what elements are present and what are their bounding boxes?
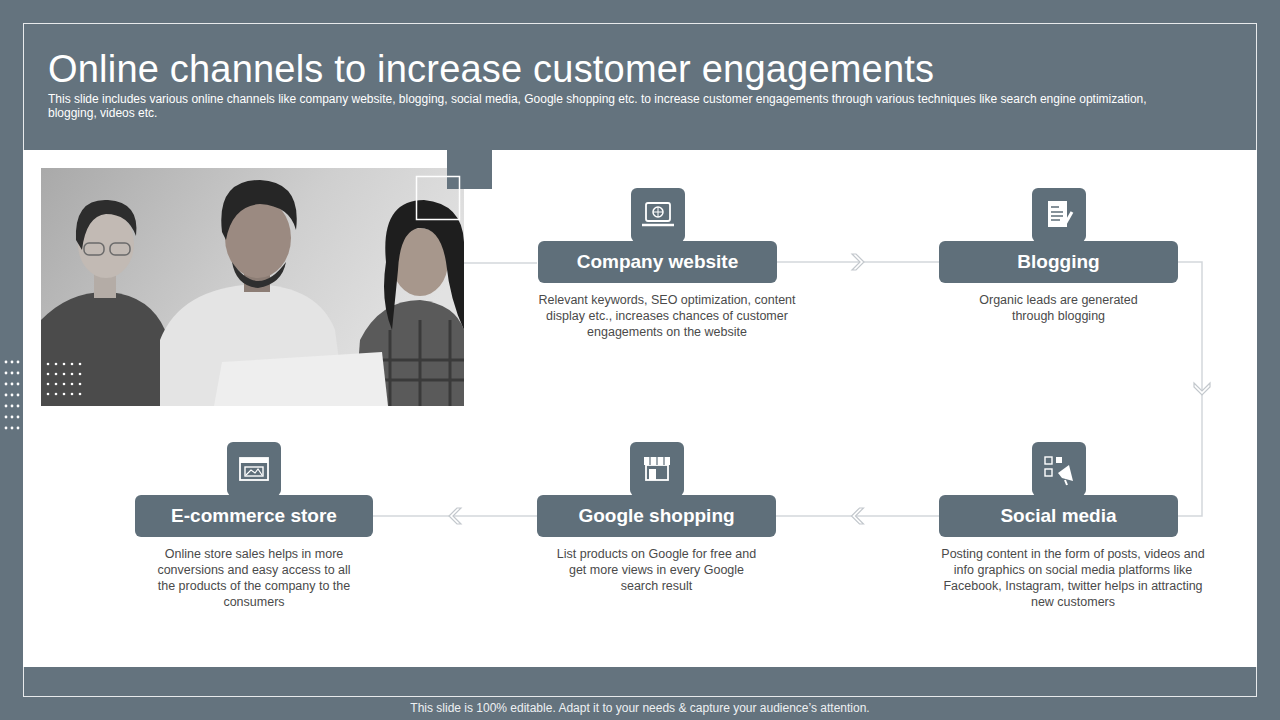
- flow-connector: [1178, 262, 1210, 516]
- icon-tile: [631, 188, 685, 242]
- deco-outline-square: [417, 177, 460, 220]
- step-heading: E-commerce store: [135, 495, 373, 537]
- channel-step: BloggingOrganic leads are generated thro…: [939, 188, 1178, 324]
- flow-chevron: [852, 508, 864, 524]
- connector-line: [373, 515, 537, 517]
- connector-line: [776, 515, 939, 517]
- step-heading: Google shopping: [537, 495, 776, 537]
- step-description: List products on Google for free and get…: [553, 546, 761, 594]
- footer-note: This slide is 100% editable. Adapt it to…: [0, 701, 1280, 715]
- channel-icon: [631, 188, 685, 242]
- channel-step: Company websiteRelevant keywords, SEO op…: [538, 188, 777, 340]
- icon-tile: [630, 442, 684, 496]
- deco-square: [447, 145, 492, 189]
- frame-border: [24, 24, 1257, 697]
- channel-icon: [1032, 188, 1086, 242]
- flow-connector: [373, 508, 537, 524]
- connector-line: [777, 261, 939, 263]
- step-heading: Blogging: [939, 241, 1178, 283]
- flow-connector: [776, 508, 939, 524]
- flow-chevron: [852, 254, 864, 270]
- slide-subtitle: This slide includes various online chann…: [48, 92, 1168, 120]
- channel-icon: [227, 442, 281, 496]
- icon-tile: [227, 442, 281, 496]
- step-description: Relevant keywords, SEO optimization, con…: [538, 292, 796, 340]
- step-heading: Company website: [538, 241, 777, 283]
- channel-step: Google shoppingList products on Google f…: [537, 442, 776, 594]
- flow-chevron: [449, 508, 461, 524]
- dot-grid: [5, 361, 20, 430]
- step-description: Organic leads are generated through blog…: [968, 292, 1150, 324]
- team-photo: [41, 168, 464, 406]
- slide-title: Online channels to increase customer eng…: [48, 47, 934, 91]
- channel-icon: [630, 442, 684, 496]
- step-description: Posting content in the form of posts, vi…: [939, 546, 1207, 610]
- step-heading: Social media: [939, 495, 1178, 537]
- icon-tile: [1032, 188, 1086, 242]
- step-description: Online store sales helps in more convers…: [150, 546, 358, 610]
- flow-connector: [777, 254, 939, 270]
- channel-step: E-commerce storeOnline store sales helps…: [135, 442, 373, 610]
- flow-chevron: [1194, 383, 1210, 395]
- photo-leader-line: [464, 262, 537, 264]
- icon-tile: [1032, 442, 1086, 496]
- content-panel: [23, 150, 1257, 667]
- channel-step: Social mediaPosting content in the form …: [939, 442, 1178, 610]
- channel-icon: [1032, 442, 1086, 496]
